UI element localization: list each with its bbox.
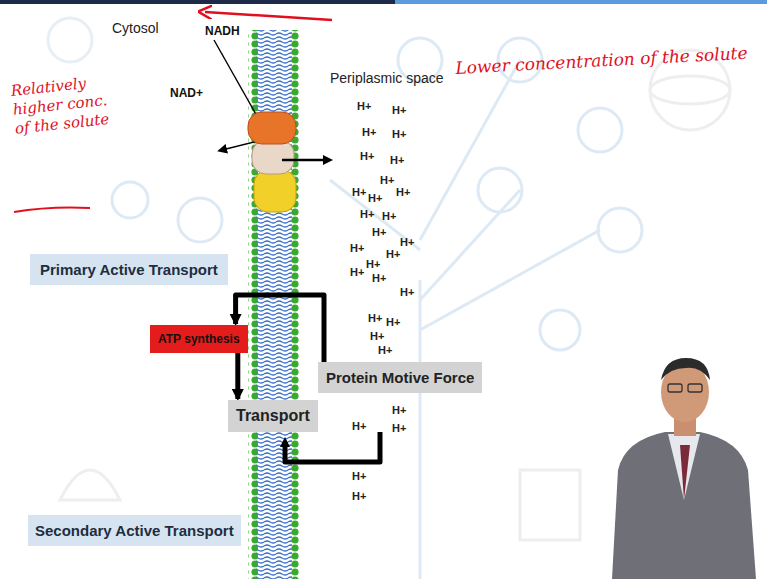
presenter-figure — [612, 358, 756, 579]
proton-label: H+ — [390, 154, 404, 166]
proton-label: H+ — [392, 104, 406, 116]
proton-label: H+ — [350, 242, 364, 254]
handwritten-note: Lower concentration of the solute — [455, 43, 748, 78]
proton-label: H+ — [366, 258, 380, 270]
connector-arrow — [236, 295, 324, 362]
proton-label: H+ — [368, 192, 382, 204]
process-box: Transport — [228, 400, 318, 432]
box-text: Secondary Active Transport — [35, 522, 234, 539]
membrane — [248, 30, 300, 579]
proton-label: H+ — [352, 470, 366, 482]
box-text: Protein Motive Force — [326, 369, 474, 386]
region-label: Cytosol — [112, 20, 159, 36]
molecule-label: NAD+ — [170, 86, 203, 100]
proton-label: H+ — [352, 490, 366, 502]
proton-arrow — [282, 159, 328, 162]
proton-label: H+ — [360, 150, 374, 162]
proton-label: H+ — [380, 174, 394, 186]
proton-label: H+ — [357, 100, 371, 112]
proton-label: H+ — [396, 186, 410, 198]
box-text: Primary Active Transport — [40, 261, 218, 278]
proton-label: H+ — [368, 312, 382, 324]
proton-label: H+ — [400, 236, 414, 248]
proton-label: H+ — [372, 272, 386, 284]
handwritten-arrow — [205, 12, 332, 20]
proton-label: H+ — [352, 420, 366, 432]
box-text: ATP synthesis — [158, 332, 240, 346]
leader-line — [214, 40, 262, 125]
proton-label: H+ — [392, 422, 406, 434]
proton-label: H+ — [392, 404, 406, 416]
proton-return-arrow — [285, 432, 380, 462]
proton-label: H+ — [400, 286, 414, 298]
proton-label: H+ — [372, 226, 386, 238]
handwritten-note: Relatively higher conc. of the solute — [10, 72, 111, 138]
proton-label: H+ — [360, 208, 374, 220]
box-text: Transport — [236, 407, 310, 425]
region-label: Periplasmic space — [330, 70, 444, 86]
protein-complex — [248, 112, 296, 212]
proton-label: H+ — [370, 330, 384, 342]
molecule-label: NADH — [205, 24, 240, 38]
proton-label: H+ — [382, 210, 396, 222]
process-box: ATP synthesis — [150, 325, 248, 353]
proton-label: H+ — [362, 126, 376, 138]
proton-label: H+ — [392, 128, 406, 140]
proton-label: H+ — [352, 186, 366, 198]
connector-arrow — [235, 353, 240, 399]
proton-label: H+ — [378, 344, 392, 356]
process-box: Primary Active Transport — [30, 254, 228, 285]
process-box: Protein Motive Force — [318, 362, 482, 393]
handwritten-underline — [14, 208, 90, 213]
process-box: Secondary Active Transport — [28, 515, 241, 546]
proton-label: H+ — [386, 248, 400, 260]
proton-label: H+ — [386, 316, 400, 328]
proton-label: H+ — [350, 266, 364, 278]
